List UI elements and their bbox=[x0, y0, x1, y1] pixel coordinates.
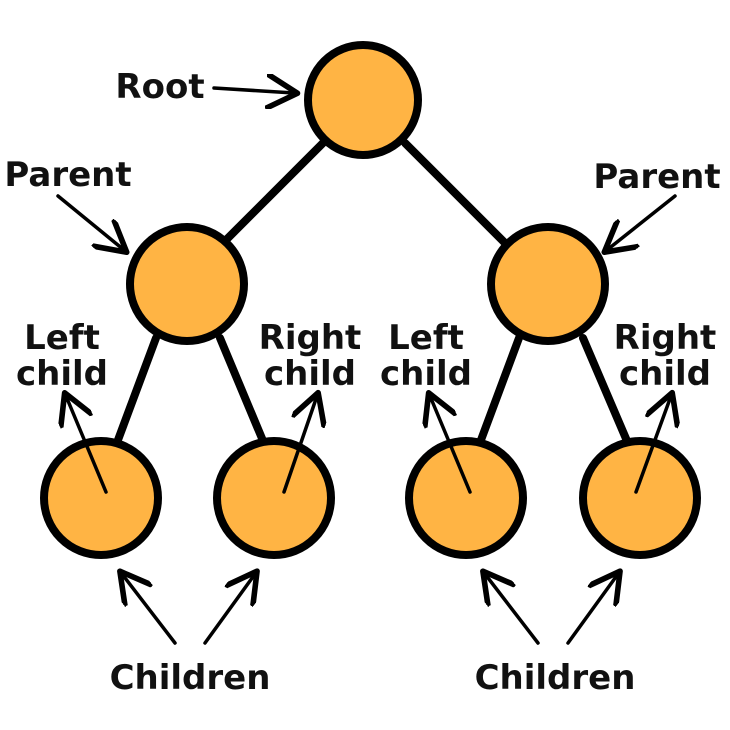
arrow-right-child-1 bbox=[282, 396, 317, 494]
label-children-right: Children bbox=[475, 658, 636, 698]
edge-root-left-parent bbox=[219, 139, 327, 247]
arrow-children-right-2 bbox=[566, 574, 618, 645]
label-left-child-1-line2: child bbox=[16, 354, 108, 394]
label-left-child-2-line1: Left bbox=[388, 318, 464, 358]
annotation-arrows bbox=[56, 88, 677, 645]
arrow-to-parent-left bbox=[56, 194, 124, 250]
label-left-child-1-line1: Left bbox=[24, 318, 100, 358]
label-children-left: Children bbox=[110, 658, 271, 698]
tree-nodes bbox=[40, 41, 701, 559]
tree-edges bbox=[111, 139, 634, 452]
arrow-to-root bbox=[212, 88, 294, 93]
arrow-children-left-1 bbox=[122, 574, 177, 645]
arrow-to-parent-right bbox=[607, 194, 677, 250]
label-parent-right: Parent bbox=[593, 157, 720, 197]
label-right-child-1-line2: child bbox=[264, 354, 356, 394]
edge-root-right-parent bbox=[401, 139, 509, 247]
label-left-child-2-line2: child bbox=[380, 354, 472, 394]
arrow-left-child-2 bbox=[430, 396, 472, 494]
edge-right-parent-child-4 bbox=[579, 334, 634, 452]
arrow-left-child-1 bbox=[66, 396, 108, 494]
label-right-child-2-line2: child bbox=[619, 354, 711, 394]
label-parent-left: Parent bbox=[4, 155, 131, 195]
arrow-children-left-2 bbox=[203, 574, 255, 645]
label-root: Root bbox=[115, 67, 204, 107]
parent-node-right bbox=[487, 223, 609, 345]
child-node-4 bbox=[579, 437, 701, 559]
child-node-2 bbox=[213, 437, 335, 559]
label-right-child-2-line1: Right bbox=[614, 318, 717, 358]
edge-right-parent-child-3 bbox=[474, 334, 523, 452]
label-right-child-1-line1: Right bbox=[259, 318, 362, 358]
arrow-children-right-1 bbox=[485, 574, 540, 645]
parent-node-left bbox=[126, 223, 248, 345]
child-node-3 bbox=[405, 437, 527, 559]
edge-left-parent-child-2 bbox=[216, 334, 270, 452]
labels: Root Parent Parent Left child Right chil… bbox=[4, 67, 720, 698]
arrow-right-child-2 bbox=[634, 396, 671, 494]
edge-left-parent-child-1 bbox=[111, 334, 160, 452]
root-node bbox=[304, 41, 422, 159]
child-node-1 bbox=[40, 437, 162, 559]
